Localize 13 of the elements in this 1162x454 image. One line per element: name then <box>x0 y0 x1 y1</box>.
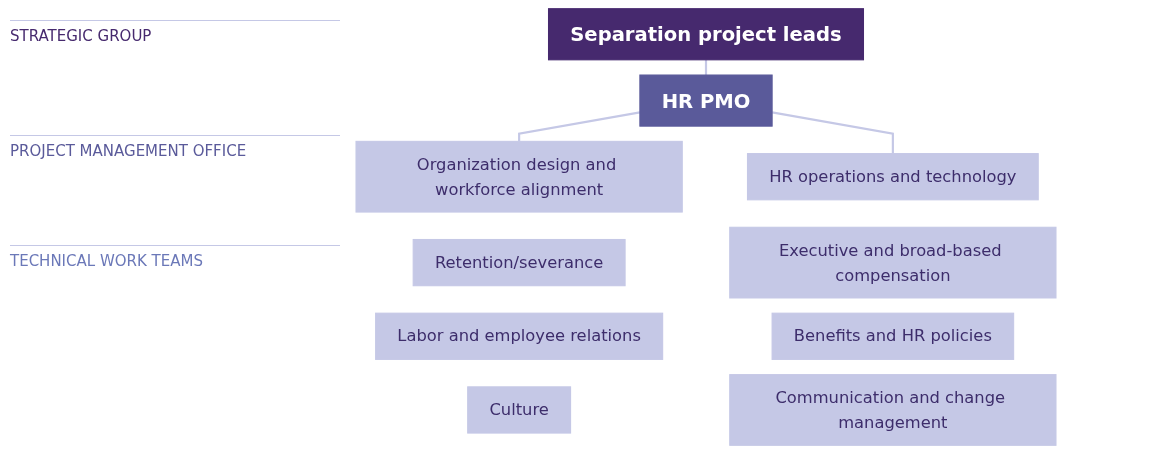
tier-label: TECHNICAL WORK TEAMS <box>10 245 340 270</box>
node-box: Organization design and workforce alignment <box>355 140 683 213</box>
node-box: Benefits and HR policies <box>771 312 1015 360</box>
node-box: Retention/severance <box>412 238 626 287</box>
node-box: HR operations and technology <box>746 153 1039 201</box>
node-box: Culture <box>467 386 572 434</box>
node-box: Communication and change management <box>729 374 1057 446</box>
node-box: Executive and broad-based compensation <box>729 226 1057 299</box>
tier-label: PROJECT MANAGEMENT OFFICE <box>10 135 340 160</box>
node-box: Separation project leads <box>548 8 864 61</box>
node-box: Labor and employee relations <box>375 312 664 360</box>
tier-label: STRATEGIC GROUP <box>10 20 340 45</box>
node-box: HR PMO <box>639 74 773 127</box>
